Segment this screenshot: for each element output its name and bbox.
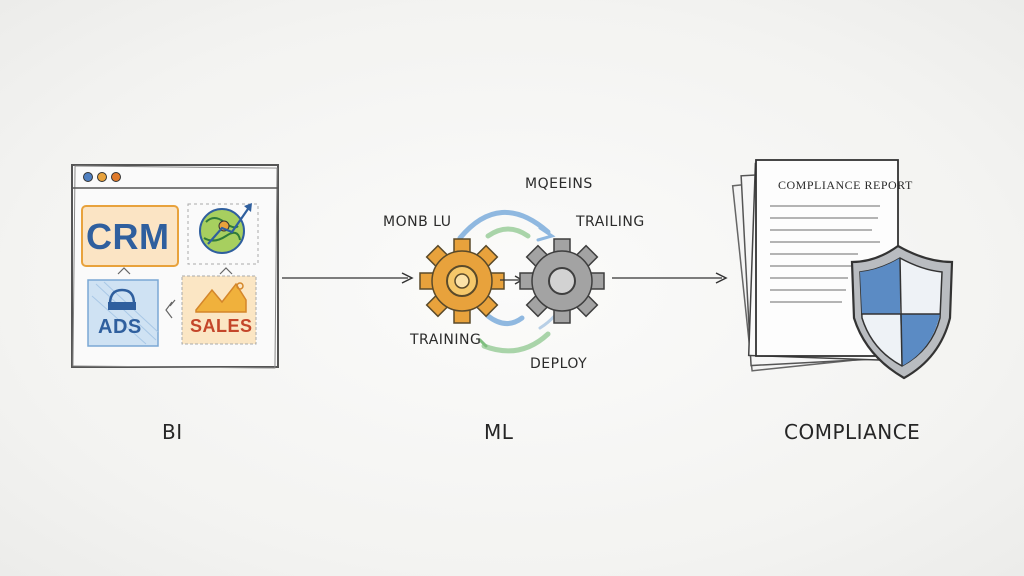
ml-gear-orange-icon <box>419 238 505 324</box>
section-label-compliance: COMPLIANCE <box>784 420 921 444</box>
crm-tile-label: CRM <box>86 216 170 257</box>
ml-label-left: MONB LU <box>383 214 452 230</box>
arrow-ml-to-compliance <box>612 272 728 284</box>
sales-tile <box>181 275 257 345</box>
sales-tile-label: SALES <box>190 316 253 336</box>
shield-icon <box>850 244 954 380</box>
window-dot-blue-icon <box>83 172 93 182</box>
window-dot-red-icon <box>111 172 121 182</box>
window-dot-orange-icon <box>97 172 107 182</box>
compliance-report-title: COMPLIANCE REPORT <box>778 178 913 192</box>
ml-label-bottom: DEPLOY <box>530 356 588 372</box>
section-label-bi: BI <box>162 420 183 444</box>
ml-label-right: TRAILING <box>576 214 645 230</box>
ml-label-bottom-left: TRAINING <box>410 332 482 348</box>
arrow-bi-to-ml <box>282 272 414 284</box>
ml-gear-gray-icon <box>519 238 605 324</box>
ads-lock-icon <box>108 288 136 305</box>
report-text-lines <box>770 205 880 303</box>
bi-tile-connectors <box>117 267 233 319</box>
globe-chart-icon <box>187 203 259 265</box>
crm-tile <box>81 205 179 267</box>
ads-tile-label: ADS <box>98 316 142 338</box>
sales-mountain-chart-icon <box>195 282 247 313</box>
ml-label-top: MQEEINS <box>525 176 593 192</box>
ads-tile <box>87 279 159 347</box>
section-label-ml: ML <box>484 420 514 444</box>
